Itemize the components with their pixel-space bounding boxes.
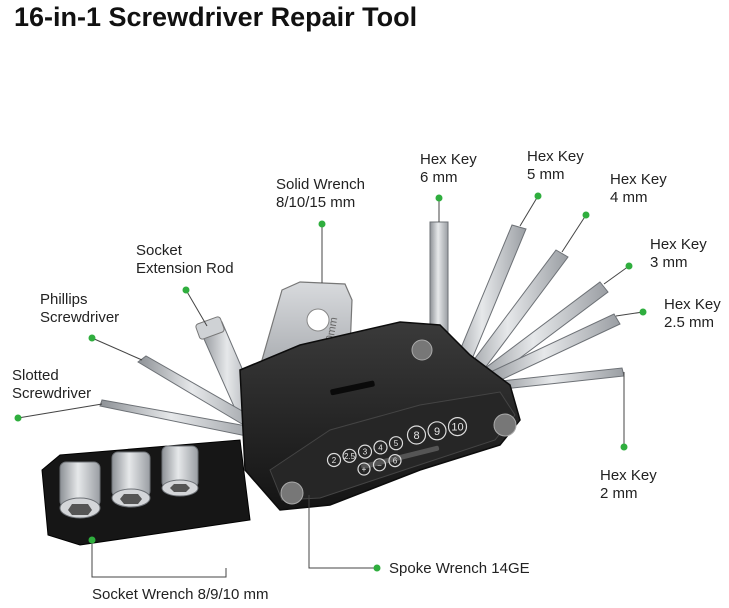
tool-body: 2 2.5 3 4 5 8 9 10 + − 6	[239, 321, 521, 511]
label-line: Screwdriver	[12, 385, 92, 402]
label-line: Hex Key	[650, 236, 707, 253]
label-hex-key-6mm: Hex Key 6 mm	[420, 151, 477, 187]
label-line: Hex Key	[600, 467, 657, 484]
label-line: Hex Key	[664, 296, 721, 313]
spoke-size-ring	[326, 452, 342, 468]
dot-spoke	[373, 564, 381, 572]
spoke-size-ring	[447, 417, 468, 437]
label-dots	[14, 192, 647, 572]
dot-hex-2	[620, 443, 628, 451]
label-line: 3 mm	[650, 254, 688, 271]
dot-hex-5	[534, 192, 542, 200]
label-line: 2.5 mm	[664, 314, 715, 331]
socket-10mm	[59, 461, 101, 519]
label-hex-key-4mm: Hex Key 4 mm	[610, 171, 667, 207]
label-line: Hex Key	[420, 151, 477, 168]
spoke-size-label: 4	[378, 443, 383, 452]
dot-phillips	[88, 334, 96, 342]
spoke-symbol-label: +	[362, 465, 367, 474]
label-line: 6 mm	[420, 169, 458, 186]
dot-socket-ext	[182, 286, 190, 294]
leader-lines	[17, 195, 644, 578]
label-line: 4 mm	[610, 189, 648, 206]
label-hex-key-3mm: Hex Key 3 mm	[650, 236, 707, 272]
label-line: Hex Key	[610, 171, 667, 188]
label-line: Socket	[136, 242, 182, 259]
label-line: Phillips	[40, 291, 88, 308]
label-hex-key-2-5mm: Hex Key 2.5 mm	[664, 296, 721, 332]
spoke-size-label: 3	[363, 448, 368, 457]
spoke-symbol-label: −	[377, 461, 382, 470]
label-solid-wrench: Solid Wrench 8/10/15 mm	[276, 176, 365, 212]
dot-socket-wrench	[88, 536, 96, 544]
dot-slotted	[14, 414, 22, 422]
spoke-size-label: 10	[451, 422, 463, 434]
socket-9mm	[111, 451, 151, 508]
label-line: Screwdriver	[40, 309, 120, 326]
spoke-symbol-ring	[372, 458, 387, 472]
label-line: Hex Key	[527, 148, 584, 165]
label-line: 8/10/15 mm	[276, 194, 356, 211]
label-slotted-screwdriver: Slotted Screwdriver	[12, 367, 91, 403]
body-screw	[280, 481, 304, 505]
spoke-size-label: 8	[413, 430, 419, 442]
spoke-size-ring	[373, 440, 388, 455]
dot-solid-wrench	[318, 220, 326, 228]
label-line: 2 mm	[600, 485, 638, 502]
body-screw	[493, 413, 517, 437]
label-phillips-screwdriver: Phillips Screwdriver	[40, 291, 119, 327]
spoke-size-label: 2	[332, 456, 337, 465]
socket-wrench-set	[41, 439, 251, 546]
dot-hex-2-5	[639, 308, 647, 316]
label-line: Solid Wrench	[276, 176, 365, 193]
spoke-size-ring	[342, 448, 357, 463]
label-hex-key-2mm: Hex Key 2 mm	[600, 467, 657, 503]
label-spoke-wrench: Spoke Wrench 14GE	[389, 560, 530, 578]
spoke-symbol-label: 6	[393, 457, 398, 466]
label-line: 5 mm	[527, 166, 565, 183]
dot-hex-3	[625, 262, 633, 270]
spoke-symbol-ring	[388, 454, 402, 468]
spoke-size-ring	[357, 444, 373, 459]
socket-8mm	[161, 445, 199, 497]
dot-hex-4	[582, 211, 590, 219]
spoke-size-label: 9	[434, 426, 440, 438]
label-line: Slotted	[12, 367, 59, 384]
dot-hex-6	[435, 194, 443, 202]
label-socket-extension-rod: Socket Extension Rod	[136, 242, 234, 278]
label-line: Socket Wrench 8/9/10 mm	[92, 586, 269, 603]
label-line: Spoke Wrench 14GE	[389, 560, 530, 577]
label-line: Extension Rod	[136, 260, 234, 277]
spoke-size-ring	[427, 421, 447, 441]
spoke-size-ring	[388, 436, 404, 451]
spoke-size-ring	[406, 425, 427, 445]
label-hex-key-5mm: Hex Key 5 mm	[527, 148, 584, 184]
spoke-size-label: 2.5	[344, 452, 356, 461]
page-title: 16-in-1 Screwdriver Repair Tool	[14, 2, 418, 32]
spoke-symbol-ring	[357, 462, 371, 476]
label-socket-wrench: Socket Wrench 8/9/10 mm	[92, 586, 268, 604]
spoke-size-label: 5	[394, 439, 399, 448]
